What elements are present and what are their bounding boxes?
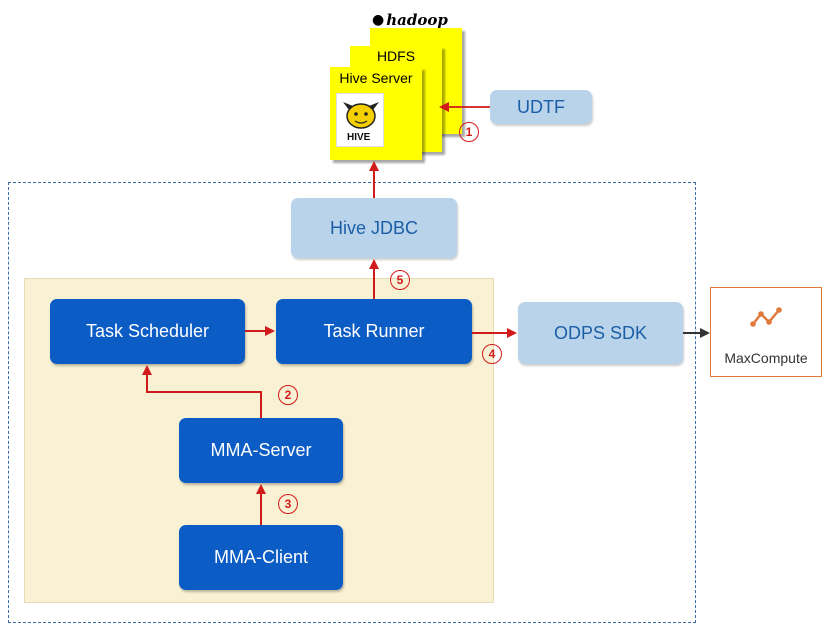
step-marker-4: 4: [482, 344, 502, 364]
task-runner-label: Task Runner: [323, 321, 425, 341]
step-marker-1: 1: [459, 122, 479, 142]
udtf-node: UDTF: [490, 90, 592, 124]
maxcompute-node: MaxCompute: [710, 287, 822, 377]
hive-logo-icon: HIVE: [336, 93, 384, 147]
task-runner-node: Task Runner: [276, 299, 472, 364]
step-marker-5: 5: [390, 270, 410, 290]
elephant-icon: ●: [372, 12, 385, 28]
step-marker-2: 2: [278, 385, 298, 405]
mma-client-node: MMA-Client: [179, 525, 343, 590]
task-scheduler-node: Task Scheduler: [50, 299, 245, 364]
hive-jdbc-node: Hive JDBC: [291, 198, 457, 258]
hive-jdbc-label: Hive JDBC: [329, 217, 418, 238]
hadoop-logo: ● hadoop: [372, 10, 456, 30]
hive-logo-text: HIVE: [347, 132, 371, 143]
arrow-server-to-scheduler: [142, 365, 262, 418]
mma-server-label: MMA-Server: [210, 440, 312, 460]
odps-sdk-label: ODPS SDK: [553, 322, 648, 343]
maxcompute-logo-icon: [750, 307, 782, 327]
hive-server-card: Hive Server HIVE: [330, 67, 422, 160]
task-scheduler-label: Task Scheduler: [85, 321, 210, 341]
maxcompute-label: MaxCompute: [724, 350, 808, 366]
step-marker-3: 3: [278, 494, 298, 514]
mma-client-label: MMA-Client: [213, 547, 308, 567]
hive-server-label: Hive Server: [339, 70, 413, 86]
hadoop-logo-text: hadoop: [386, 11, 448, 29]
hdfs-label: HDFS: [376, 48, 416, 64]
odps-sdk-node: ODPS SDK: [518, 302, 683, 364]
udtf-label: UDTF: [517, 96, 565, 117]
system-boundary: [8, 182, 696, 623]
mma-server-node: MMA-Server: [179, 418, 343, 483]
